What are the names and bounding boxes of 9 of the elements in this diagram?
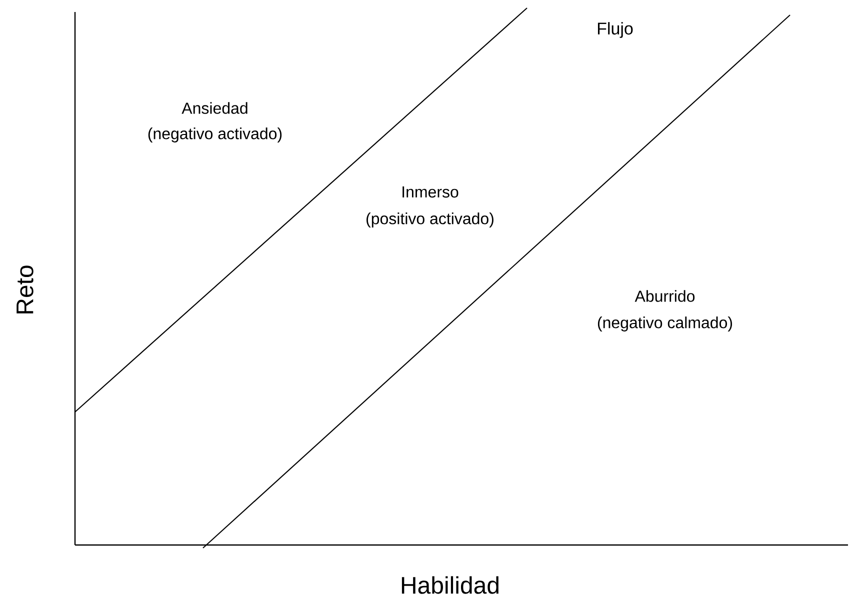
region-label: (positivo activado)	[366, 212, 494, 228]
region-label: Inmerso	[402, 186, 458, 198]
region-label: (negativo calmado)	[598, 316, 732, 332]
region-label: Ansiedad	[182, 102, 248, 114]
axis-label: Habilidad	[402, 576, 498, 594]
region-label: Flujo	[598, 22, 633, 38]
axis-label: Reto	[16, 266, 34, 314]
region-label: Aburrido	[634, 290, 695, 302]
region-label: (negativo activado)	[148, 128, 282, 142]
